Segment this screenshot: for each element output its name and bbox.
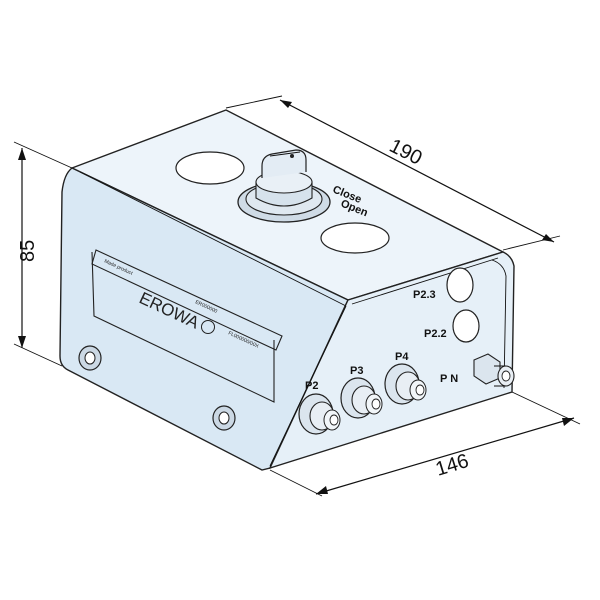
- erowa-logo-icon: [201, 320, 215, 334]
- fitting-pn-icon[interactable]: [473, 353, 515, 387]
- dimension-length-label: 190: [386, 135, 426, 170]
- port-label-p22: P2.2: [424, 328, 447, 340]
- front-bevel-edge: [269, 305, 347, 467]
- selector-switch[interactable]: [237, 149, 331, 223]
- top-hole-right: [320, 222, 390, 254]
- right-top-edge: [351, 257, 499, 305]
- dimension-height-label: 85: [17, 240, 39, 262]
- port-label-p4: P4: [395, 351, 409, 363]
- fitting-p4-icon[interactable]: [384, 363, 427, 405]
- port-label-pn: P N: [440, 373, 458, 385]
- front-face: [59, 167, 349, 471]
- dimension-height: [13, 141, 73, 367]
- dimension-depth-label: 146: [433, 450, 471, 481]
- port-label-p2: P2: [305, 380, 318, 392]
- fitting-p2-icon[interactable]: [298, 393, 341, 435]
- port-label-p3: P3: [350, 365, 363, 377]
- screw-left-icon: [78, 345, 102, 371]
- front-top-edge: [79, 171, 347, 307]
- port-p23-hole: [446, 267, 474, 303]
- screw-right-icon: [212, 405, 236, 431]
- port-label-p23: P2.3: [413, 289, 436, 301]
- fitting-p3-icon[interactable]: [340, 377, 383, 419]
- right-back-edge: [491, 259, 507, 389]
- port-p22-hole: [452, 309, 480, 343]
- dimension-depth: [269, 391, 581, 497]
- dimension-length: [225, 95, 561, 251]
- top-hole-left: [175, 151, 245, 185]
